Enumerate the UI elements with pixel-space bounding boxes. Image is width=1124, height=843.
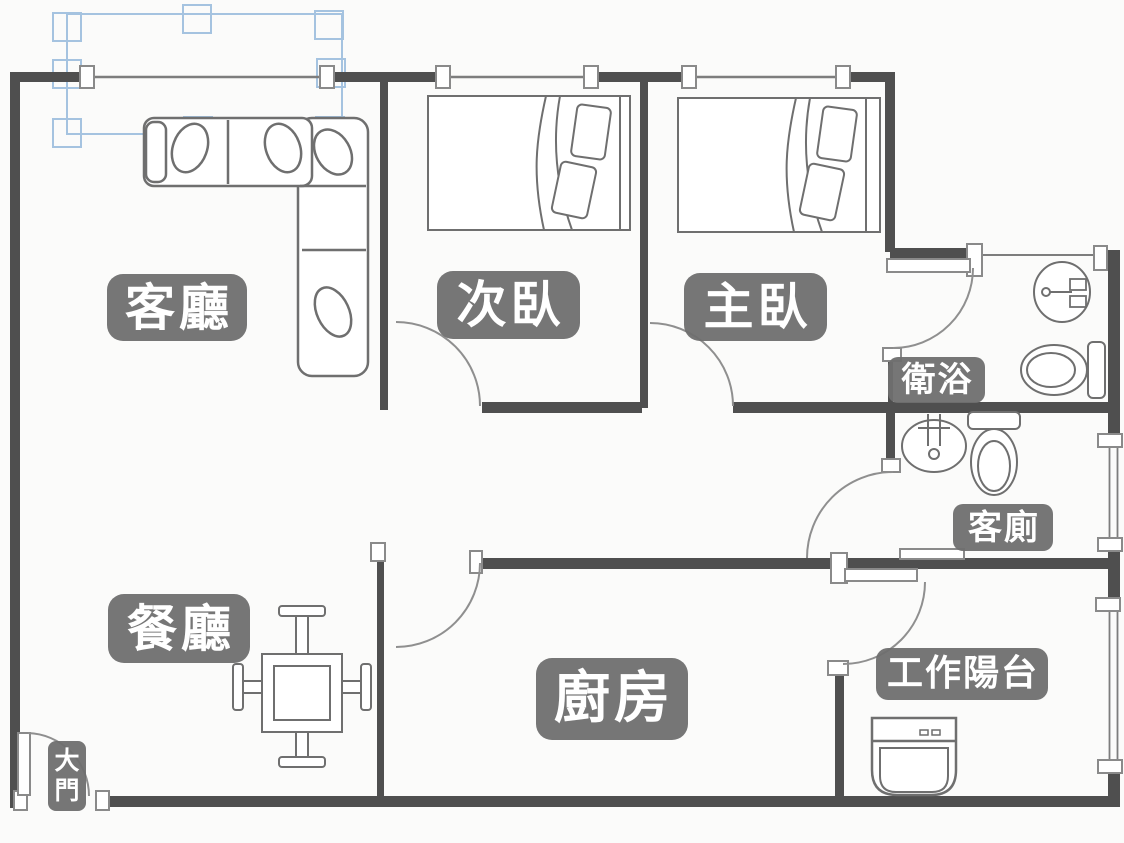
dining-table-icon — [232, 605, 372, 768]
entry-door-panel — [17, 732, 31, 796]
door-arcs — [27, 267, 974, 797]
guest-toilet-door-panel — [899, 548, 965, 560]
room-label-living-room: 客廳 — [107, 274, 247, 341]
room-label-kitchen: 廚房 — [536, 658, 688, 740]
bed-second-bedroom-icon — [427, 95, 631, 231]
room-label-guest-toilet: 客廁 — [953, 504, 1053, 551]
second-bedroom-door-arc — [395, 321, 481, 407]
bed-master-bedroom-icon — [677, 97, 881, 233]
bathroom-door-arc — [892, 267, 974, 349]
room-label-bathroom: 衛浴 — [888, 357, 985, 403]
room-label-main-door: 大門 — [48, 741, 86, 811]
guest-toilet-door-arc — [806, 471, 894, 559]
windows — [94, 75, 1119, 760]
room-label-second-bedroom: 次臥 — [437, 271, 580, 339]
bathroom-sink-icon — [1033, 261, 1091, 323]
master-bedroom-door-arc — [649, 322, 734, 407]
bathroom-toilet-icon — [1020, 341, 1106, 399]
balcony-door-panel — [844, 568, 918, 582]
kitchen-door-arc — [395, 562, 481, 648]
room-label-master-bedroom: 主臥 — [684, 273, 827, 341]
balcony-door-arc — [842, 581, 926, 665]
room-label-dining-room: 餐廳 — [108, 594, 250, 663]
door-panels — [17, 258, 971, 796]
room-label-work-balcony: 工作陽台 — [876, 648, 1048, 700]
bathroom-door-panel — [886, 258, 971, 273]
sofa-icon — [142, 116, 370, 378]
washing-machine-icon — [870, 716, 958, 797]
guest-toilet-sink-icon — [901, 414, 967, 473]
guest-toilet-toilet-icon — [967, 411, 1021, 496]
